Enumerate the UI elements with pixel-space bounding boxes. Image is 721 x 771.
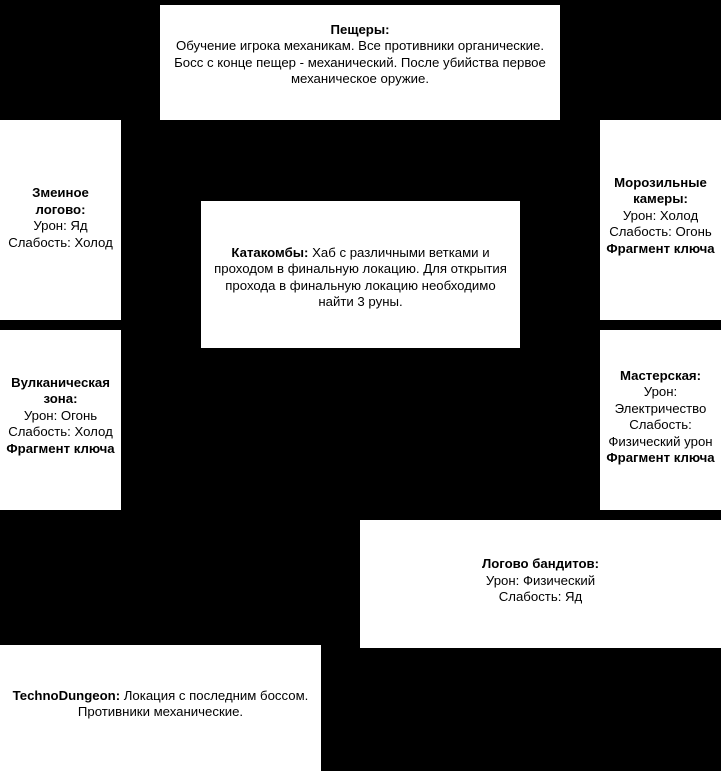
node-caves[interactable]: Пещеры: Обучение игрока механикам. Все п…	[160, 5, 560, 120]
node-freezer-chambers-keyfragment: Фрагмент ключа	[606, 240, 715, 256]
node-techno-dungeon[interactable]: TechnoDungeon: Локация с последним боссо…	[0, 645, 321, 771]
node-volcanic-zone-weakness: Слабость: Холод	[8, 424, 113, 440]
node-bandit-lair-content: Логово бандитов: Урон: Физический Слабос…	[366, 556, 715, 606]
node-freezer-chambers-content: Морозильные камеры: Урон: Холод Слабость…	[606, 175, 715, 258]
node-techno-dungeon-content: TechnoDungeon: Локация с последним боссо…	[6, 688, 315, 721]
node-bandit-lair-damage: Урон: Физический	[485, 572, 596, 588]
node-caves-body: Обучение игрока механикам. Все противник…	[174, 38, 546, 86]
node-snake-lair-weakness: Слабость: Холод	[8, 234, 113, 250]
node-catacombs-title: Катакомбы:	[231, 244, 309, 260]
node-freezer-chambers[interactable]: Морозильные камеры: Урон: Холод Слабость…	[600, 120, 721, 320]
node-workshop-keyfragment: Фрагмент ключа	[606, 450, 715, 465]
node-techno-dungeon-body: Локация с последним боссом. Противники м…	[77, 687, 309, 720]
node-freezer-chambers-title: Морозильные камеры:	[614, 174, 707, 207]
node-catacombs[interactable]: Катакомбы: Хаб с различными ветками и пр…	[201, 201, 520, 348]
node-workshop-damage: Урон: Электричество	[614, 384, 707, 416]
node-techno-dungeon-title: TechnoDungeon:	[12, 687, 121, 703]
node-workshop[interactable]: Мастерская: Урон: Электричество Слабость…	[600, 330, 721, 510]
node-snake-lair-content: Змеиное логово: Урон: Яд Слабость: Холод	[6, 185, 115, 251]
node-snake-lair[interactable]: Змеиное логово: Урон: Яд Слабость: Холод	[0, 120, 121, 320]
node-workshop-content: Мастерская: Урон: Электричество Слабость…	[606, 368, 715, 467]
node-freezer-chambers-damage: Урон: Холод	[622, 207, 699, 223]
node-volcanic-zone[interactable]: Вулканическая зона: Урон: Огонь Слабость…	[0, 330, 121, 510]
node-volcanic-zone-content: Вулканическая зона: Урон: Огонь Слабость…	[6, 375, 115, 458]
node-volcanic-zone-keyfragment: Фрагмент ключа	[6, 440, 115, 456]
node-workshop-weakness: Слабость: Физический урон	[608, 417, 713, 449]
node-volcanic-zone-title: Вулканическая зона:	[11, 374, 110, 407]
node-snake-lair-title: Змеиное логово:	[32, 185, 89, 217]
node-bandit-lair-title: Логово бандитов:	[481, 556, 600, 572]
node-freezer-chambers-weakness: Слабость: Огонь	[609, 224, 712, 240]
node-catacombs-body: Хаб с различными ветками и проходом в фи…	[214, 244, 507, 310]
node-caves-content: Пещеры: Обучение игрока механикам. Все п…	[166, 22, 554, 88]
node-workshop-title: Мастерская:	[619, 367, 702, 383]
node-volcanic-zone-damage: Урон: Огонь	[23, 407, 98, 423]
node-snake-lair-damage: Урон: Яд	[33, 218, 88, 233]
node-caves-title: Пещеры:	[330, 21, 390, 37]
node-catacombs-content: Катакомбы: Хаб с различными ветками и пр…	[207, 245, 514, 311]
node-bandit-lair-weakness: Слабость: Яд	[498, 589, 583, 605]
node-bandit-lair[interactable]: Логово бандитов: Урон: Физический Слабос…	[360, 520, 721, 648]
